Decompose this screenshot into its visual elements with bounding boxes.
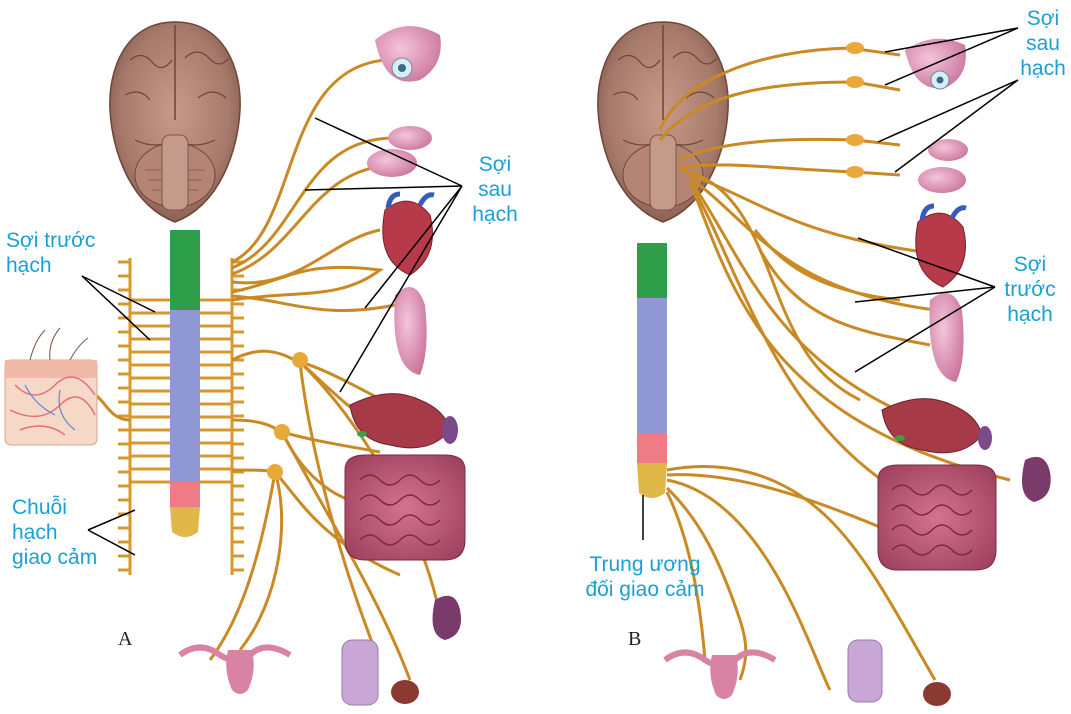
kidney-icon	[1022, 457, 1051, 502]
salivary-gland-icon	[918, 139, 968, 193]
bladder-icon	[923, 682, 951, 706]
label-a-preganglionic: Sợi trước hạch	[6, 228, 95, 278]
uterus-icon	[180, 640, 378, 705]
panel-label-a: A	[118, 628, 132, 651]
brain-icon	[110, 22, 240, 222]
eye-icon	[375, 26, 441, 82]
lung-icon	[930, 293, 964, 382]
spinal-cord-b	[637, 243, 667, 498]
panel-label-b: B	[628, 628, 641, 651]
stomach-icon	[350, 394, 458, 448]
salivary-gland-icon	[367, 126, 432, 177]
uterus-icon	[665, 640, 882, 702]
heart-icon	[383, 194, 434, 275]
heart-icon	[916, 206, 966, 287]
intestine-icon	[345, 455, 465, 560]
skin-icon	[5, 328, 97, 445]
bladder-icon	[391, 680, 419, 704]
lung-icon	[394, 287, 426, 375]
kidney-icon	[433, 596, 461, 640]
ganglia-b	[846, 42, 864, 178]
label-b-preganglionic: Sợi trước hạch	[995, 252, 1065, 327]
spinal-cord-a	[170, 230, 200, 537]
stomach-icon	[882, 399, 992, 453]
label-a-postganglionic: Sợi sau hạch	[458, 152, 532, 227]
intestine-icon	[878, 465, 996, 570]
label-b-center: Trung ương đối giao cảm	[570, 552, 720, 602]
label-b-postganglionic: Sợi sau hạch	[1018, 6, 1068, 81]
label-a-chain: Chuỗi hạch giao cảm	[12, 495, 97, 570]
